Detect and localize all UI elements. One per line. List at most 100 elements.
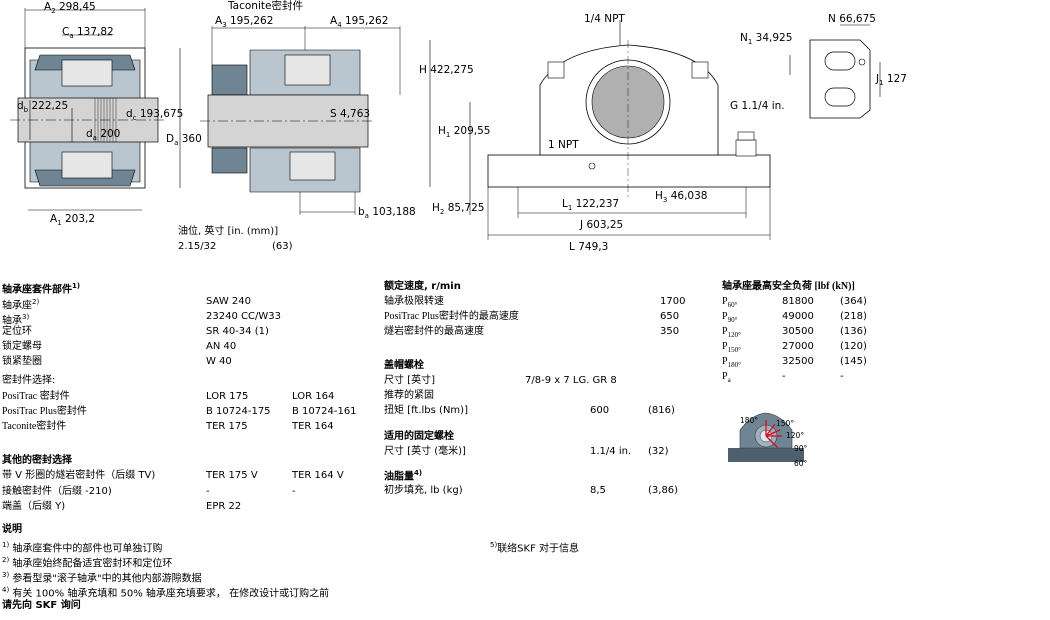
component-label: 定位环 [2, 326, 32, 337]
speed-value: 350 [660, 326, 680, 337]
dim-n1: N1 34,925 [740, 32, 793, 47]
speed-value: 650 [660, 311, 680, 322]
note-item: 3) 参看型录"滚子轴承"中的其他内部游隙数据 [2, 571, 202, 585]
seal-value: B 10724-175 [206, 406, 271, 417]
housing-front-view [429, 20, 771, 240]
loads-title: 轴承座最高安全负荷 [lbf (kN)] [722, 281, 855, 292]
dim-ca: Ca 137,82 [62, 26, 114, 41]
foot-detail-view [789, 24, 881, 119]
oil-caption: 油位, 英寸 [in. (mm)] [178, 226, 279, 237]
component-label: 锁紧垫圈 [2, 356, 42, 367]
dim-j1: J1 127 [876, 73, 907, 88]
dim-da: da 200 [86, 128, 121, 143]
load-label: P180° [722, 356, 741, 369]
note-item: 4) 有关 100% 轴承充填和 50% 轴承座充填要求， 在修改设计或订购之前 [2, 586, 330, 600]
bearing-cross-section-left [10, 8, 181, 211]
dim-l1: L1 122,237 [562, 198, 620, 213]
label-taconite: Taconite密封件 [228, 0, 303, 12]
dim-l: L 749,3 [569, 241, 609, 253]
torque-label: 扭矩 [ft.lbs (Nm)] [384, 405, 468, 416]
dim-h: H 422,275 [419, 64, 474, 76]
load-value: - [782, 371, 786, 382]
dim-a1: A1 203,2 [50, 213, 96, 228]
load-kn: - [840, 371, 844, 382]
dim-s: S 4,763 [330, 108, 371, 120]
note-contact: 请先向 SKF 询问 [2, 600, 81, 611]
dim-da-upper: Da 360 [166, 133, 202, 148]
torque-nm: (816) [648, 405, 675, 416]
torque-title: 推荐的紧固 [384, 390, 434, 401]
torque-value: 600 [590, 405, 610, 416]
load-value: 49000 [782, 311, 814, 322]
other-seal-label: 接触密封件（后缀 -210) [2, 486, 112, 497]
dim-a3: A3 195,262 [215, 15, 274, 30]
load-value: 27000 [782, 341, 814, 352]
speed-label: 燧岩密封件的最高速度 [384, 326, 484, 337]
seal-title: 密封件选择: [2, 375, 56, 386]
angle-150: 150° [776, 419, 795, 428]
load-kn: (136) [840, 326, 867, 337]
dim-n: N 66,675 [828, 13, 876, 25]
load-label: P120° [722, 326, 741, 339]
component-value: W 40 [206, 356, 232, 367]
other-seal-label: 带 V 形圈的燧岩密封件（后缀 TV) [2, 470, 156, 481]
other-seal-label: 端盖（后缀 Y) [2, 501, 66, 512]
grease-title: 油脂量4) [384, 469, 423, 483]
speed-title: 额定速度, r/min [384, 281, 461, 292]
grease-kg: (3,86) [648, 485, 679, 496]
speed-label: 轴承极限转速 [384, 296, 444, 307]
cap-bolt-size-label: 尺寸 [英寸] [384, 375, 435, 386]
load-value: 30500 [782, 326, 814, 337]
component-value: SR 40-34 (1) [206, 326, 269, 337]
fixing-bolt-mm: (32) [648, 446, 669, 457]
load-value: 32500 [782, 356, 814, 367]
load-kn: (145) [840, 356, 867, 367]
angle-180: 180° [740, 416, 759, 425]
note-5: 5)联络SKF 对于信息 [490, 541, 580, 555]
load-label: P150° [722, 341, 741, 354]
dim-j: J 603,25 [580, 219, 624, 231]
other-seal-value: - [292, 486, 296, 497]
component-value: 23240 CC/W33 [206, 311, 281, 322]
component-label: 轴承3) [2, 313, 30, 327]
seal-label: PosiTrac 密封件 [2, 391, 70, 402]
fixing-bolt-label: 尺寸 [英寸 (毫米)] [384, 446, 466, 457]
component-label: 轴承座2) [2, 298, 40, 312]
fixing-bolt-title: 适用的固定螺栓 [384, 431, 454, 442]
other-seal-value: TER 164 V [292, 470, 344, 481]
component-value: SAW 240 [206, 296, 251, 307]
fixing-bolt-value: 1.1/4 in. [590, 446, 632, 457]
angle-60: 60° [794, 459, 808, 468]
other-seal-value: TER 175 V [206, 470, 258, 481]
technical-drawing [10, 8, 881, 240]
load-label: Pa [722, 371, 731, 384]
load-kn: (218) [840, 311, 867, 322]
cap-bolt-size-value: 7/8-9 x 7 LG. GR 8 [525, 375, 617, 386]
bearing-section-taconite [200, 26, 401, 215]
angle-90: 90° [794, 444, 808, 453]
dim-a4: A4 195,262 [330, 15, 389, 30]
other-seal-value: EPR 22 [206, 501, 242, 512]
load-kn: (364) [840, 296, 867, 307]
load-label: P90° [722, 311, 738, 324]
label-npt-top: 1/4 NPT [584, 13, 625, 25]
note-item: 2) 轴承座始终配备适宜密封环和定位环 [2, 556, 173, 570]
seal-value: LOR 175 [206, 391, 249, 402]
seal-label: PosiTrac Plus密封件 [2, 406, 87, 417]
oil-mm: (63) [272, 241, 293, 252]
note-item: 1) 轴承座套件中的部件也可单独订购 [2, 541, 163, 555]
dim-h2: H2 85,725 [432, 202, 485, 217]
load-label: P60° [722, 296, 738, 309]
dim-h3: H3 46,038 [655, 190, 708, 205]
other-seal-value: - [206, 486, 210, 497]
other-seals-title: 其他的密封选择 [2, 455, 72, 466]
notes-title: 说明 [2, 524, 22, 535]
oil-value: 2.15/32 [178, 241, 217, 252]
speed-value: 1700 [660, 296, 686, 307]
label-npt-mid: 1 NPT [548, 139, 579, 151]
seal-label: Taconite密封件 [2, 421, 67, 432]
grease-label: 初步填充, lb (kg) [384, 485, 463, 496]
component-value: AN 40 [206, 341, 237, 352]
seal-value: TER 175 [206, 421, 248, 432]
seal-value: LOR 164 [292, 391, 335, 402]
